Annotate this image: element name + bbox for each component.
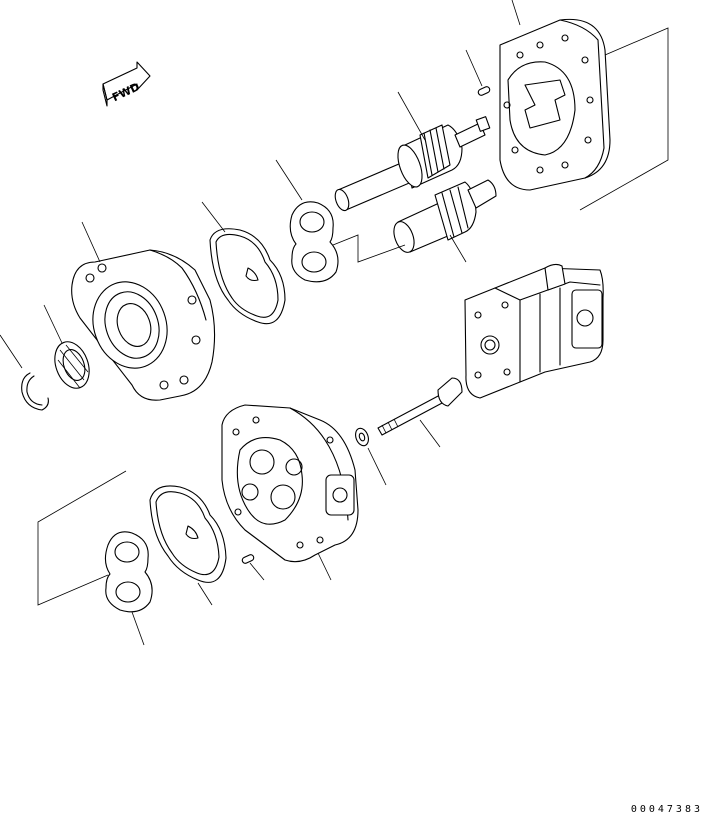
leader-oil-seal	[43, 304, 63, 344]
bracket-wear-plate-lower	[37, 470, 127, 606]
wear-plate-upper	[289, 201, 339, 283]
leader-gasket-upper	[201, 201, 226, 233]
leader-gear-body	[317, 552, 332, 581]
leader-dowel-pin-rear	[465, 49, 483, 87]
bracket-wear-plate-upper	[332, 234, 406, 263]
leader-dowel-pin-front	[249, 562, 265, 581]
rear-housing	[499, 18, 611, 191]
leader-snap-ring	[0, 334, 23, 369]
fwd-arrow-icon: FWD	[102, 61, 151, 107]
gear-body	[221, 404, 359, 563]
leader-bolt	[419, 419, 441, 448]
gasket-lower	[149, 485, 227, 583]
front-cover	[71, 249, 216, 401]
leader-driven-gear	[449, 234, 467, 263]
drawing-number: 00047383	[630, 804, 703, 815]
oil-seal	[54, 341, 90, 389]
leader-drive-gear	[397, 91, 426, 141]
snap-ring	[21, 372, 49, 411]
dowel-pin-rear	[477, 86, 491, 96]
leader-gasket-lower	[197, 582, 213, 606]
leader-rear-housing	[511, 0, 521, 26]
wear-plate-lower	[104, 531, 153, 613]
leader-wear-plate-lower	[131, 611, 145, 646]
leader-wear-plate-upper	[275, 159, 303, 201]
driven-gear-shaft	[393, 179, 497, 253]
leader-washer	[367, 447, 387, 486]
through-bolt	[377, 377, 463, 436]
bracket-rear-housing	[579, 27, 669, 211]
gear-pump-assembly	[464, 263, 604, 399]
leader-front-cover	[81, 221, 101, 263]
washer	[355, 427, 369, 447]
drive-gear-shaft	[334, 116, 491, 212]
gasket-upper	[209, 228, 286, 325]
dowel-pin-front	[241, 554, 255, 564]
